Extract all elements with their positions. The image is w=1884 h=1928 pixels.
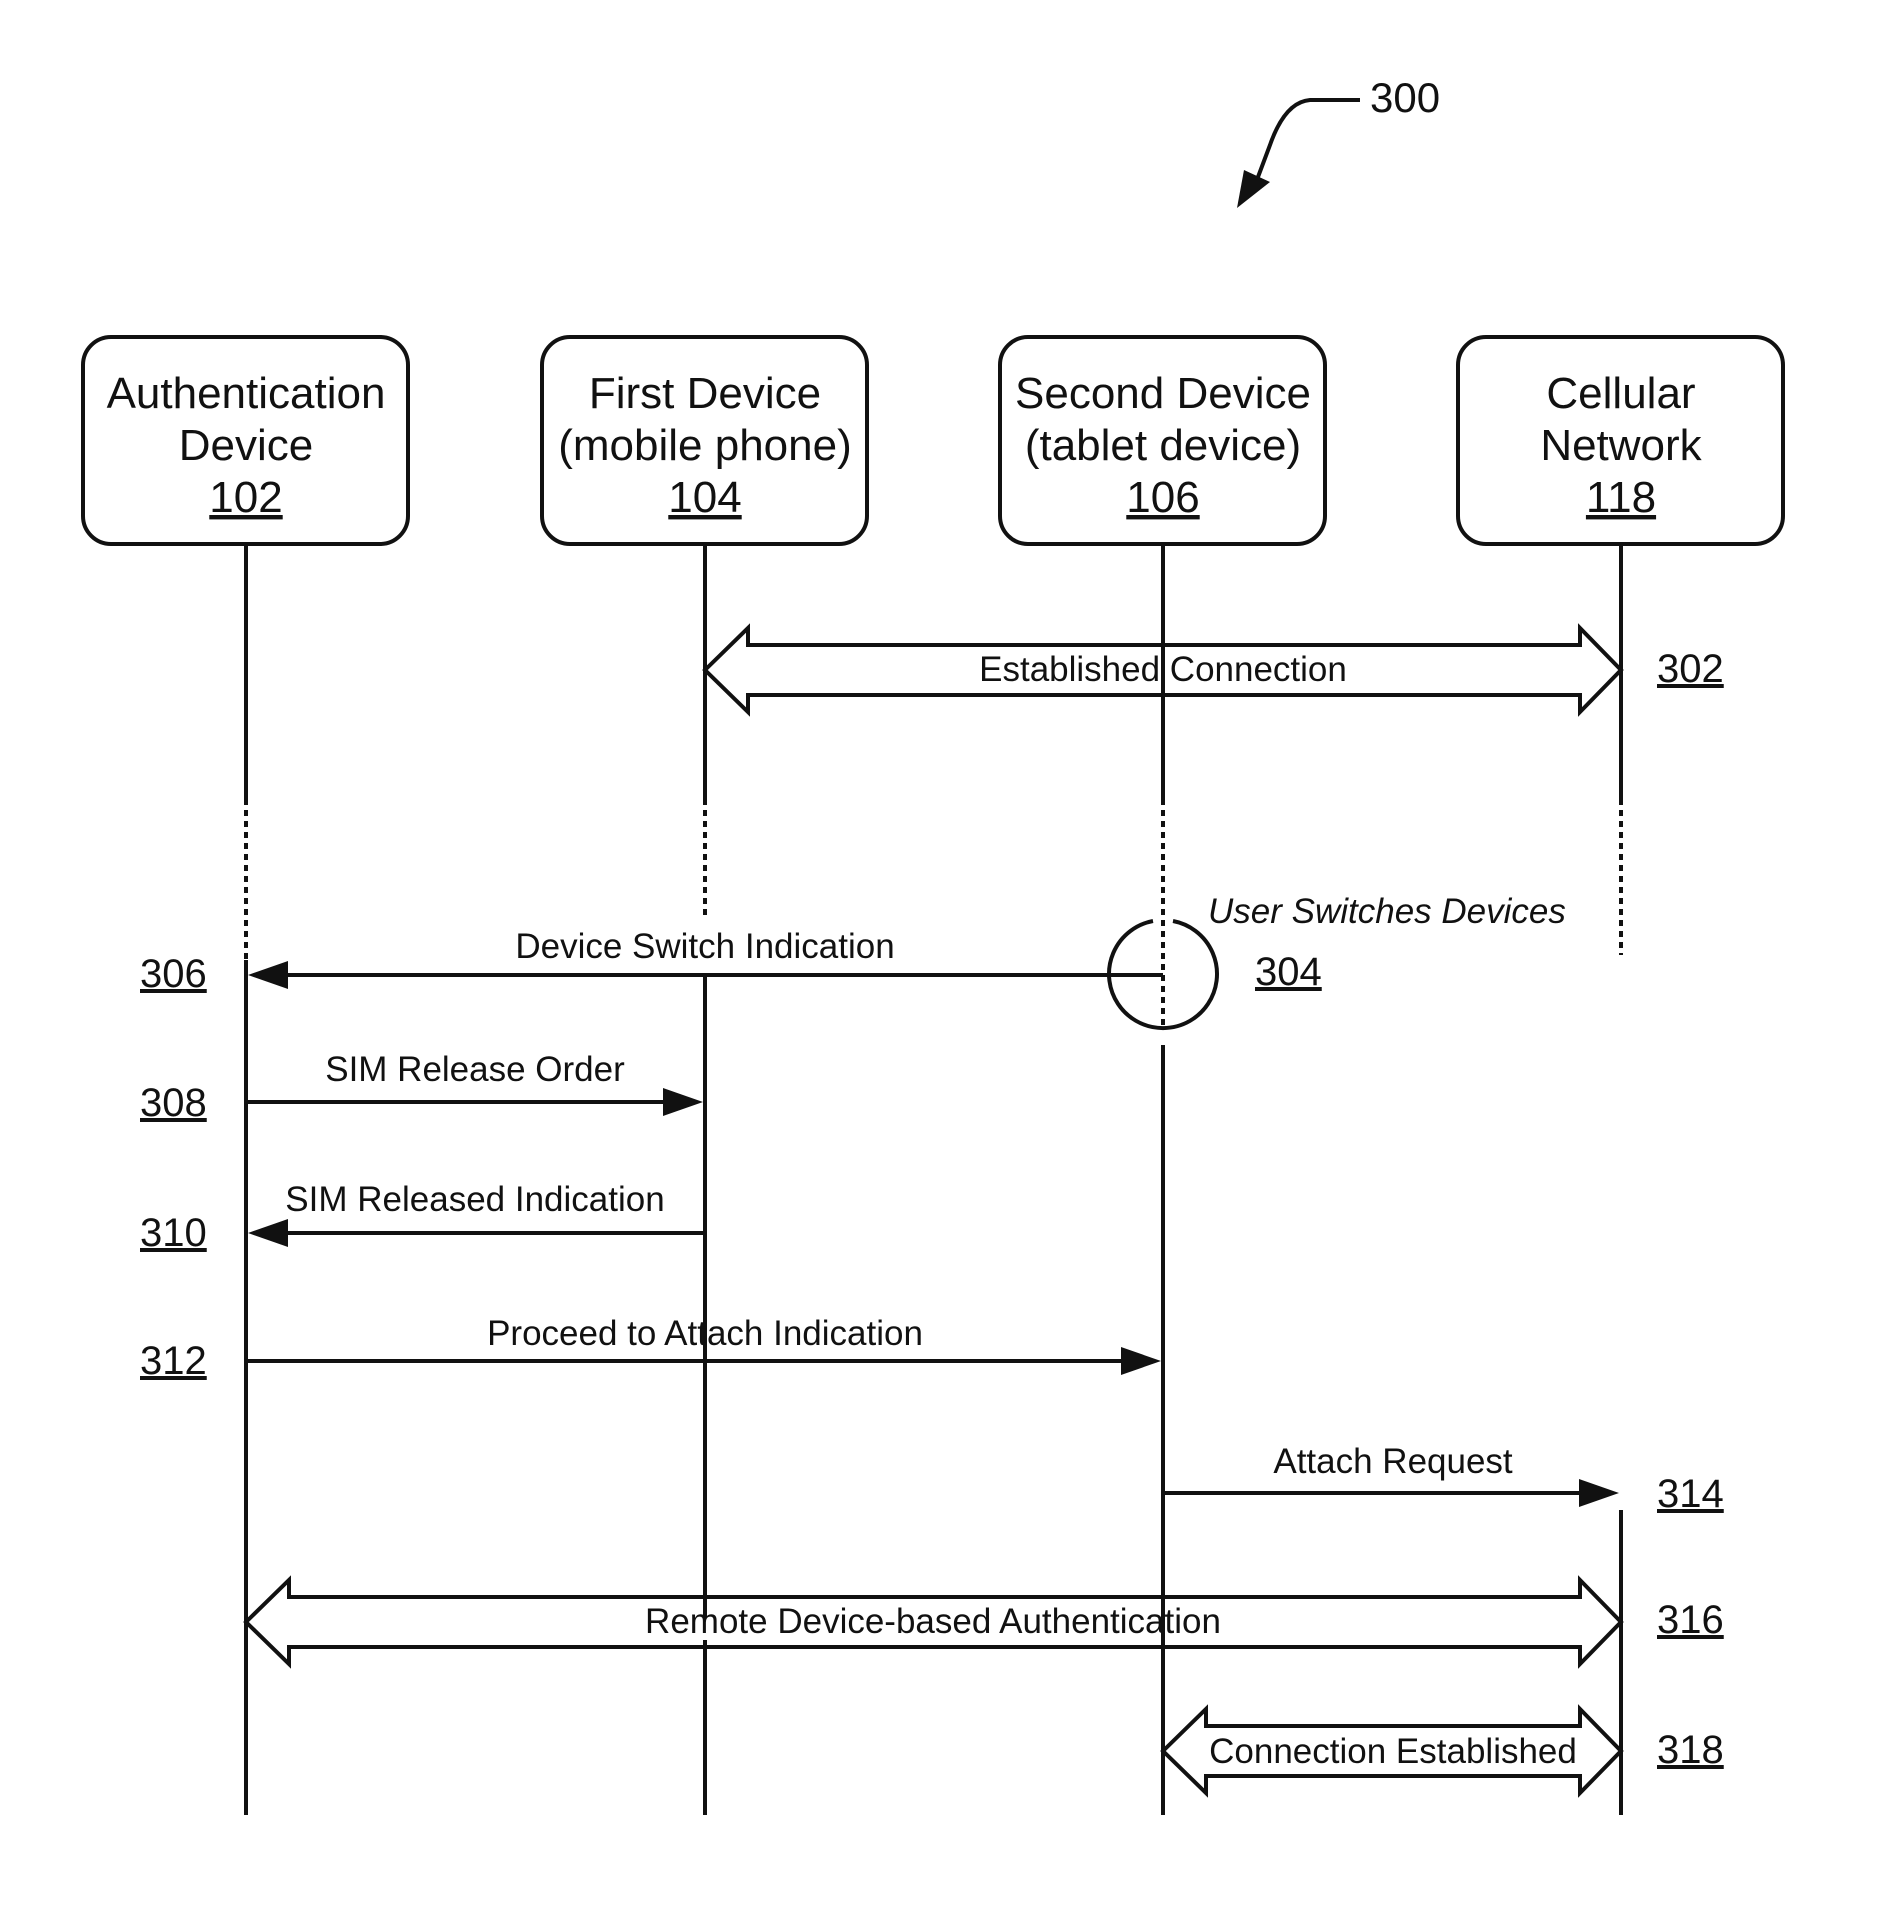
proceed-to-attach-label: Proceed to Attach Indication	[487, 1314, 923, 1353]
ref-316: 316	[1657, 1598, 1724, 1642]
ref-312: 312	[140, 1339, 207, 1383]
ref-302: 302	[1657, 647, 1724, 691]
participant-authentication-device: Authentication Device 102	[83, 337, 408, 544]
participant-name-line2: Network	[1540, 421, 1702, 470]
remote-authentication-arrow: Remote Device-based Authentication	[246, 1580, 1621, 1664]
ref-314: 314	[1657, 1472, 1724, 1516]
participant-name-line2: (mobile phone)	[558, 421, 852, 470]
sim-release-order-label: SIM Release Order	[325, 1050, 625, 1089]
ref-308: 308	[140, 1081, 207, 1125]
participant-name-line1: Second Device	[1015, 369, 1311, 418]
participant-name-line2: Device	[179, 421, 314, 470]
ref-310: 310	[140, 1211, 207, 1255]
figure-number: 300	[1370, 74, 1440, 121]
participant-name-line1: Authentication	[107, 369, 386, 418]
participant-name-line2: (tablet device)	[1025, 421, 1301, 470]
participant-cellular-network: Cellular Network 118	[1458, 337, 1783, 544]
participant-name-line1: Cellular	[1546, 369, 1695, 418]
participant-ref: 104	[668, 473, 741, 522]
ref-318: 318	[1657, 1728, 1724, 1772]
sim-released-indication-arrow	[248, 1219, 705, 1247]
figure-pointer	[1237, 100, 1360, 208]
participant-ref: 102	[209, 473, 282, 522]
attach-request-arrow	[1163, 1479, 1619, 1507]
participant-first-device: First Device (mobile phone) 104	[542, 337, 867, 544]
ref-304: 304	[1255, 950, 1322, 994]
participant-name-line1: First Device	[589, 369, 821, 418]
connection-established-arrow: Connection Established	[1163, 1709, 1621, 1793]
participant-ref: 118	[1586, 473, 1656, 522]
remote-authentication-label: Remote Device-based Authentication	[645, 1602, 1221, 1641]
device-switch-indication-label: Device Switch Indication	[515, 927, 894, 966]
connection-established-label: Connection Established	[1209, 1732, 1577, 1771]
ref-306: 306	[140, 952, 207, 996]
user-switches-devices-label: User Switches Devices	[1208, 892, 1566, 931]
attach-request-label: Attach Request	[1273, 1442, 1513, 1481]
sim-release-order-arrow	[246, 1088, 703, 1116]
sim-released-indication-label: SIM Released Indication	[285, 1180, 664, 1219]
participant-ref: 106	[1126, 473, 1199, 522]
participant-second-device: Second Device (tablet device) 106	[1000, 337, 1325, 544]
